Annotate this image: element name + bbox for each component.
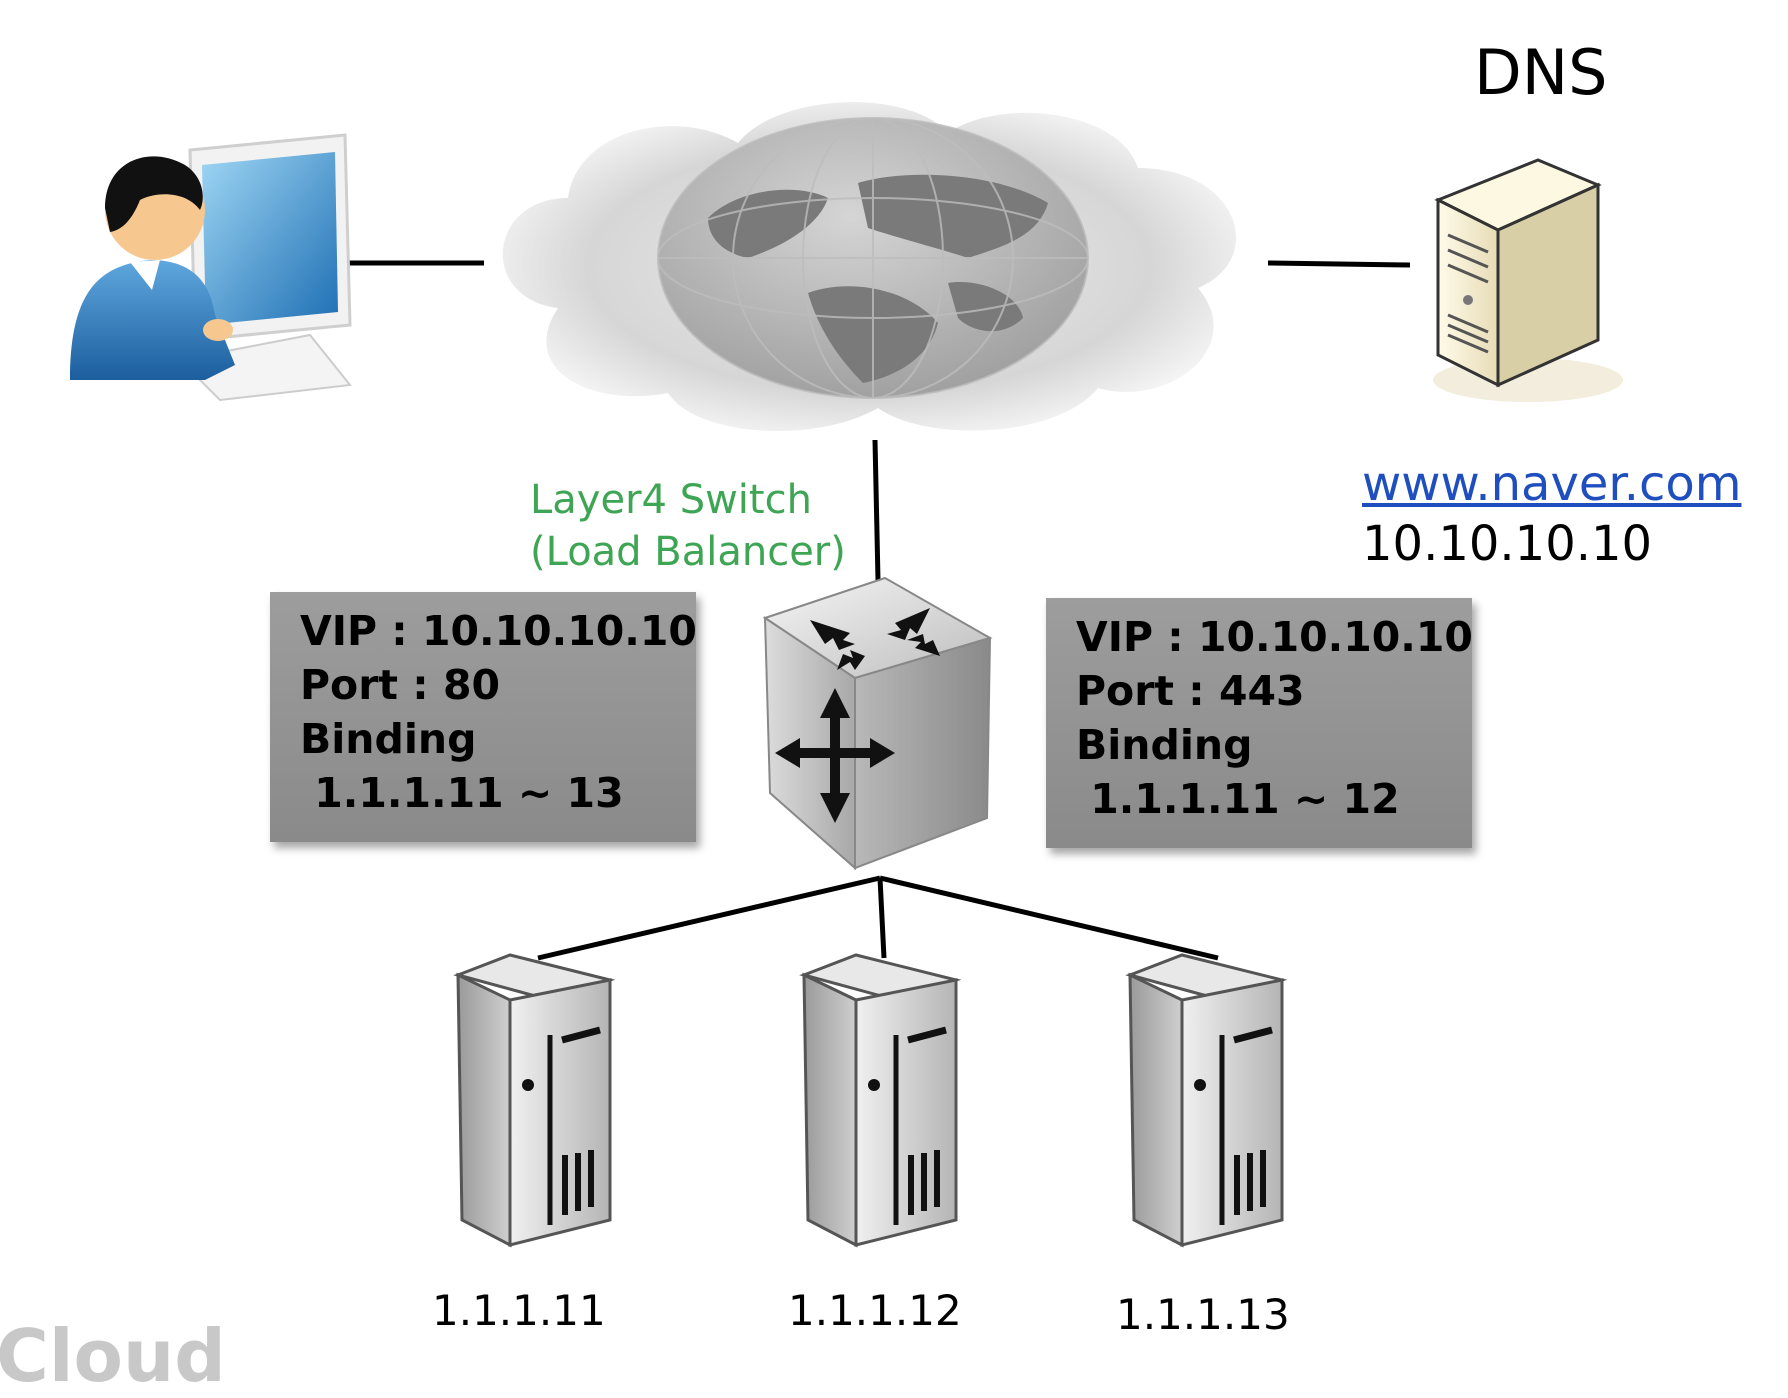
load-balancer-label: Layer4 Switch (Load Balancer) bbox=[530, 474, 846, 578]
user-computer-icon bbox=[70, 133, 352, 402]
server-icon-3 bbox=[1125, 953, 1288, 1248]
dns-domain-link[interactable]: www.naver.com bbox=[1362, 456, 1742, 512]
vip-box-https-vip: VIP : 10.10.10.10 bbox=[1076, 613, 1473, 661]
vip-box-https-port: Port : 443 bbox=[1076, 667, 1305, 715]
vip-box-https-binding-label: Binding bbox=[1076, 721, 1253, 769]
dns-title: DNS bbox=[1474, 36, 1608, 109]
dns-record: www.naver.com 10.10.10.10 bbox=[1362, 454, 1742, 574]
server-ip-2: 1.1.1.12 bbox=[788, 1286, 962, 1335]
vip-box-http-binding-range: 1.1.1.11 ~ 13 bbox=[300, 769, 624, 817]
vip-box-http-binding-label: Binding bbox=[300, 715, 477, 763]
load-balancer-label-line2: (Load Balancer) bbox=[530, 529, 846, 575]
switch-server2-link bbox=[877, 877, 887, 959]
watermark-text: Cloud bbox=[0, 1314, 226, 1398]
layer4-switch-icon bbox=[762, 576, 993, 871]
vip-box-http-port: Port : 80 bbox=[300, 661, 501, 709]
server-icon-2 bbox=[799, 953, 962, 1248]
vip-box-https: VIP : 10.10.10.10 Port : 443 Binding 1.1… bbox=[1046, 598, 1473, 848]
server-ip-1: 1.1.1.11 bbox=[432, 1286, 606, 1335]
switch-server1-link bbox=[537, 875, 881, 961]
vip-box-http-vip: VIP : 10.10.10.10 bbox=[300, 607, 697, 655]
dns-ip: 10.10.10.10 bbox=[1362, 516, 1653, 572]
server-icon-1 bbox=[453, 953, 616, 1248]
vip-box-https-binding-range: 1.1.1.11 ~ 12 bbox=[1076, 775, 1400, 823]
cloud-dns-link bbox=[1267, 260, 1411, 268]
internet-cloud-icon bbox=[502, 102, 1237, 431]
switch-server3-link bbox=[879, 875, 1219, 961]
load-balancer-label-line1: Layer4 Switch bbox=[530, 477, 812, 523]
vip-box-http: VIP : 10.10.10.10 Port : 80 Binding 1.1.… bbox=[270, 592, 697, 842]
cloud-switch-link bbox=[872, 439, 881, 581]
server-ip-3: 1.1.1.13 bbox=[1116, 1290, 1290, 1339]
dns-server-icon bbox=[1433, 158, 1623, 402]
